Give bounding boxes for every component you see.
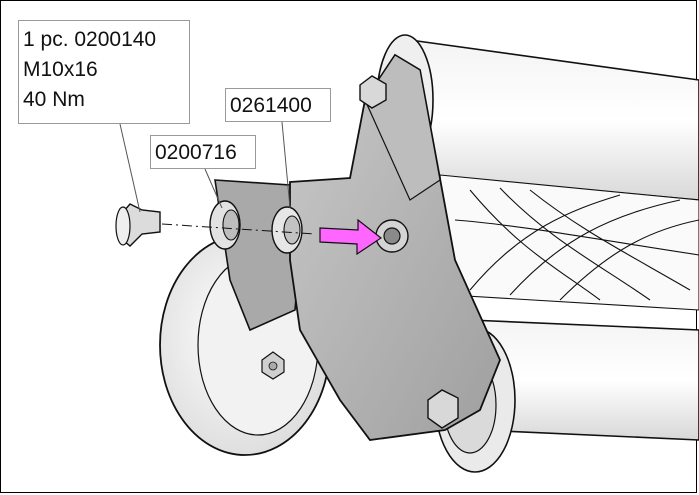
callout-plate-part: 0261400 [225,88,331,122]
callout-spacer-part: 0200716 [150,135,256,169]
leader-lines [119,121,291,213]
callout-screw-size: M10x16 [23,58,98,81]
assembly-centerline [161,223,316,235]
callout-screw-torque: 40 Nm [23,88,85,111]
mounting-plate [289,53,501,441]
roller-cage [439,174,699,311]
bottom-bolt-head [427,389,459,429]
spacer [209,200,241,250]
washer [271,206,303,254]
top-bolt-head [359,75,387,109]
callout-screw-kit: 1 pc. 0200140 M10x16 40 Nm [18,20,190,124]
countersunk-screw [115,203,161,247]
callout-screw-part: 1 pc. 0200140 [23,28,157,51]
direction-arrow [319,218,383,256]
